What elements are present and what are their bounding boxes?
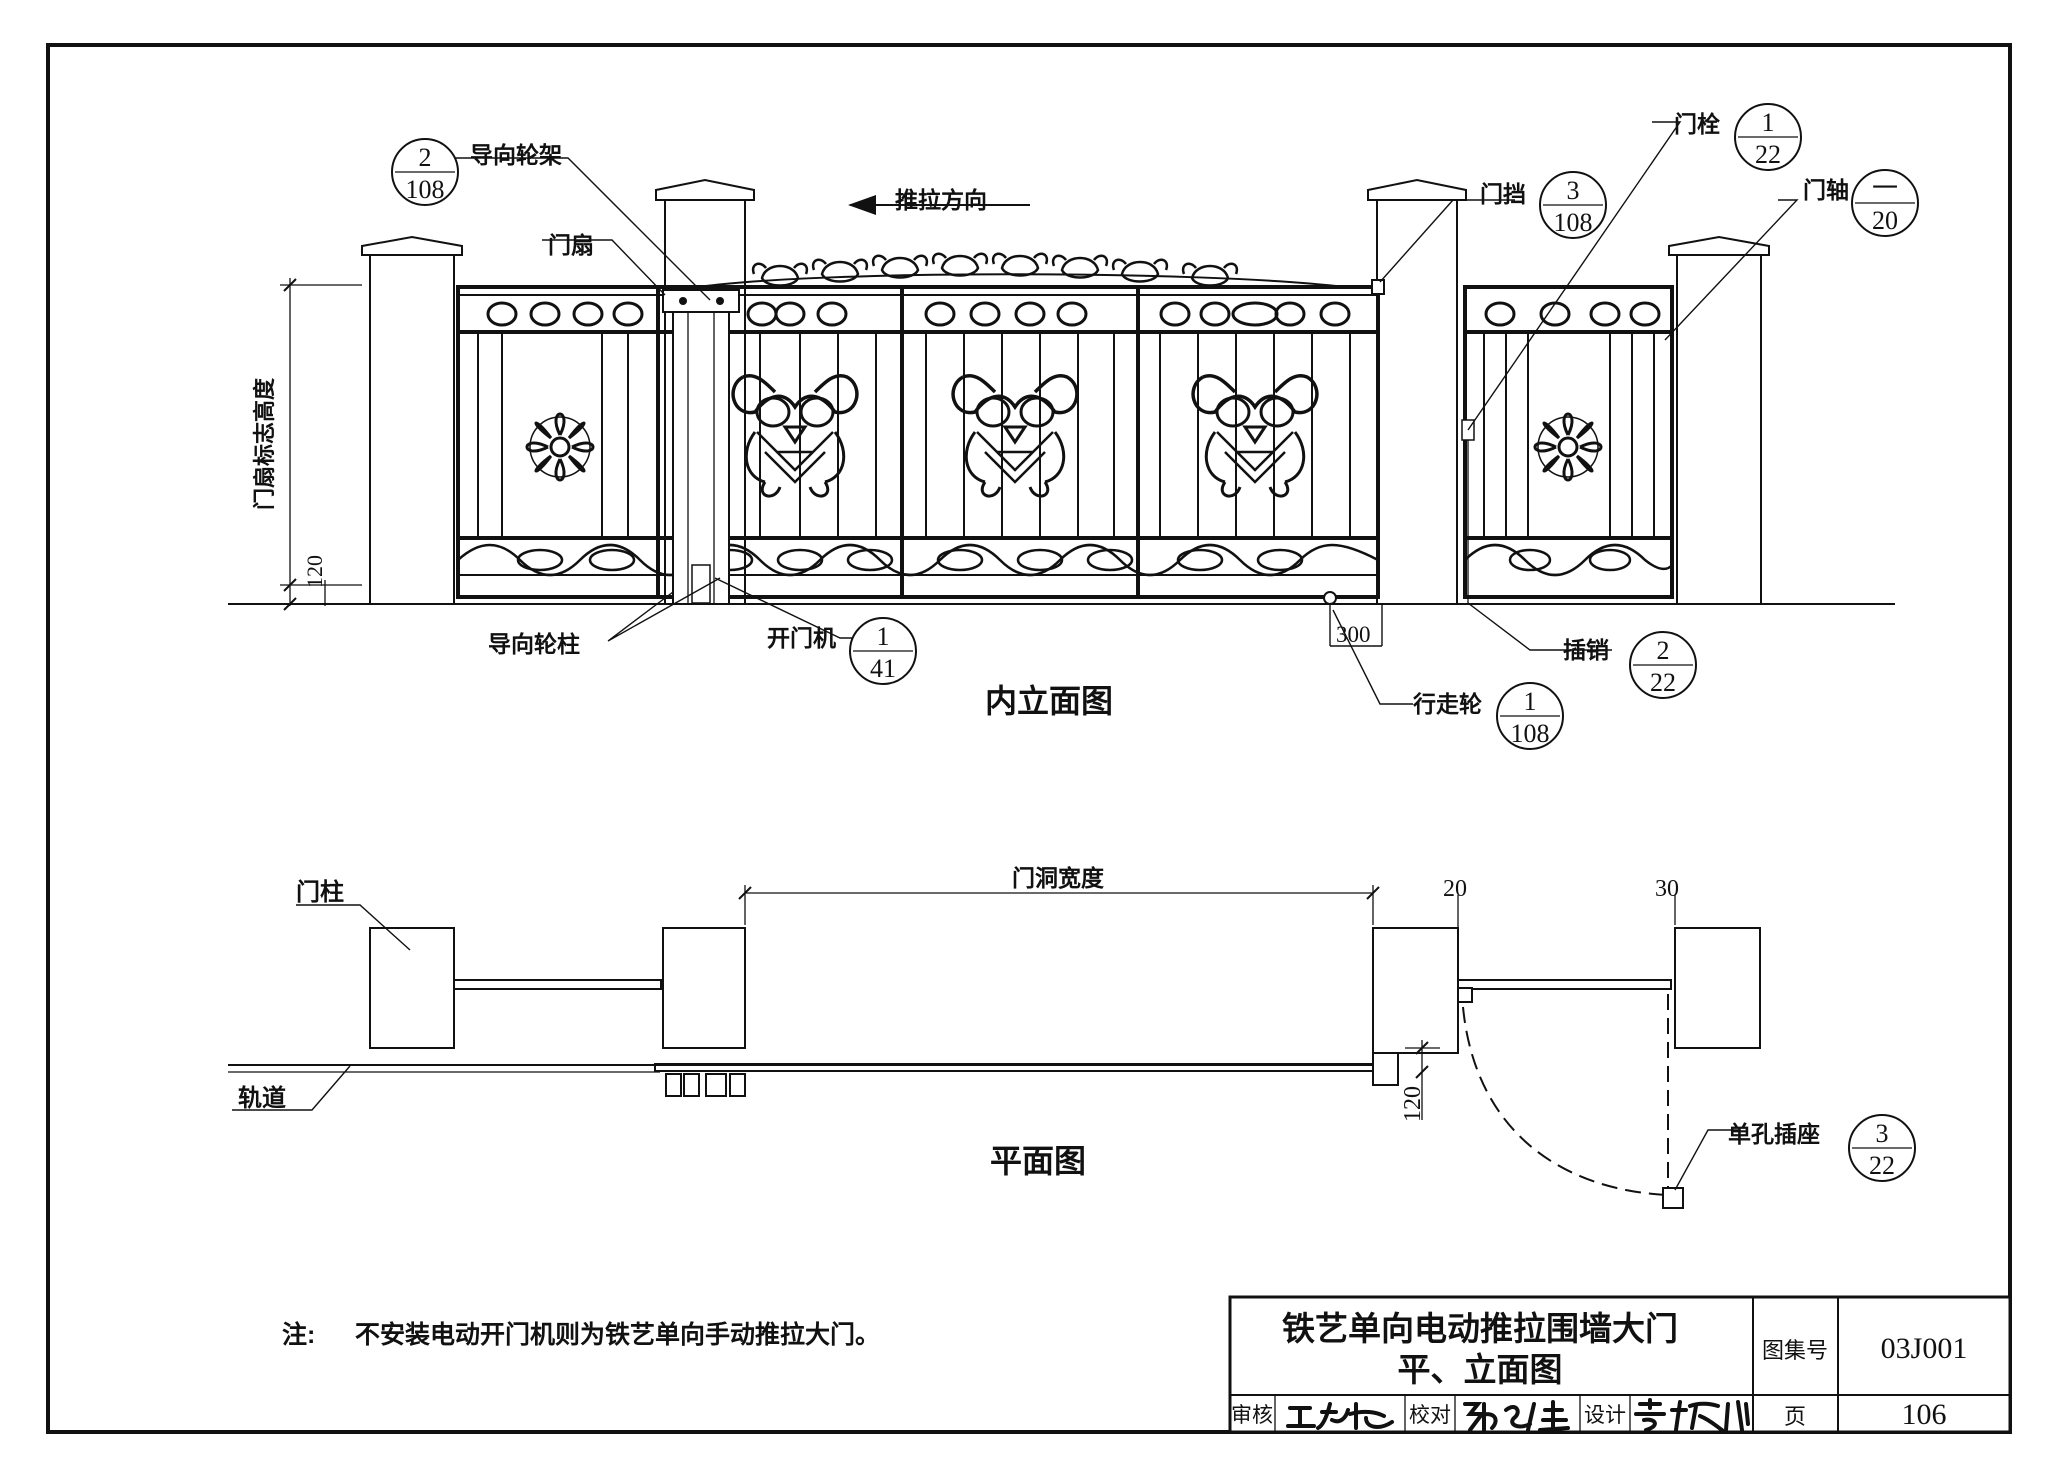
atlas-label: 图集号 [1762, 1338, 1828, 1363]
page-number: 106 [1902, 1398, 1947, 1431]
svg-text:一: 一 [1872, 174, 1898, 203]
elevation-view: 门扇标志高度 120 推拉方向 导向轮架 门扇 门挡 门栓 门轴 导向轮柱 开门… [228, 103, 1919, 750]
svg-text:108: 108 [1554, 208, 1593, 237]
svg-text:20: 20 [1872, 206, 1898, 235]
gate-medallion-4 [1191, 373, 1319, 498]
svg-text:108: 108 [1511, 719, 1550, 748]
socket-label: 单孔插座 [1728, 1121, 1820, 1147]
ref-latch: 1 22 [1734, 103, 1802, 171]
dim-120-plan-label: 120 [1400, 1086, 1426, 1122]
check-label: 校对 [1409, 1404, 1451, 1427]
wheel-label: 行走轮 [1412, 691, 1482, 717]
latch-label: 门栓 [1674, 111, 1720, 137]
atlas-number: 03J001 [1881, 1332, 1968, 1365]
stopper-label: 门挡 [1480, 181, 1526, 207]
guide-wheel-post [662, 289, 740, 605]
height-120-label: 120 [302, 555, 327, 588]
note-prefix: 注: [282, 1320, 315, 1349]
leaf-label: 门扇 [548, 232, 594, 258]
plan-post-2 [662, 927, 746, 1049]
ref-stopper: 3 108 [1539, 171, 1607, 239]
drawing-title-line2: 平、立面图 [1398, 1351, 1563, 1388]
design-label: 设计 [1584, 1404, 1626, 1427]
drawing-title-line1: 铁艺单向电动推拉围墙大门 [1282, 1310, 1678, 1347]
reviewer-signature [1286, 1402, 1394, 1430]
plan-swing-leaf [1457, 979, 1672, 990]
plan-sliding-leaf-stored [453, 979, 662, 990]
svg-text:22: 22 [1755, 140, 1781, 169]
ref-opener: 1 41 [849, 617, 917, 685]
walking-wheel [1323, 591, 1337, 605]
svg-text:3: 3 [1876, 1119, 1889, 1148]
swing-gate-leaf [1461, 285, 1674, 604]
track-label: 轨道 [238, 1084, 286, 1112]
plan-opening-dimension [738, 885, 1380, 925]
plan-post-3 [1372, 927, 1459, 1054]
plan-post-4 [1674, 927, 1761, 1049]
opener-label: 开门机 [767, 625, 836, 651]
post-left [361, 235, 463, 605]
ref-wheel: 1 108 [1496, 682, 1564, 750]
svg-text:22: 22 [1869, 1151, 1895, 1180]
height-dimension-label: 门扇标志高度 [252, 377, 277, 510]
sliding-gate-leaf [456, 252, 1380, 599]
gate-medallion-3 [951, 373, 1079, 498]
svg-text:3: 3 [1567, 176, 1580, 205]
gate-stop [1371, 279, 1385, 295]
gate-top-ornament-row [486, 301, 1351, 327]
svg-text:1: 1 [1524, 687, 1537, 716]
ref-socket: 3 22 [1848, 1114, 1916, 1182]
plan-view: 门洞宽度 20 30 120 门柱 轨道 单孔插座 3 22 平面图 [228, 865, 1916, 1209]
opening-width-label: 门洞宽度 [1012, 865, 1105, 891]
height-dimension [280, 278, 362, 611]
ref-hinge: 一 20 [1851, 169, 1919, 237]
ref-guide-frame: 2 108 [391, 138, 459, 206]
guide-frame-label: 导向轮架 [470, 142, 562, 168]
page-label: 页 [1784, 1404, 1806, 1429]
svg-text:1: 1 [1762, 108, 1775, 137]
plan-title: 平面图 [990, 1143, 1086, 1179]
title-block: 铁艺单向电动推拉围墙大门 平、立面图 图集号 03J001 页 106 审核 校… [1228, 1295, 2012, 1434]
ref-bolt: 2 22 [1629, 631, 1697, 699]
post-right [1668, 235, 1770, 605]
review-label: 审核 [1231, 1404, 1273, 1427]
svg-text:41: 41 [870, 654, 896, 683]
svg-text:1: 1 [877, 622, 890, 651]
post-mid-right [1367, 178, 1467, 605]
plan-swing-arc [1462, 1006, 1669, 1196]
svg-text:22: 22 [1650, 668, 1676, 697]
plan-post-1 [369, 927, 455, 1049]
elevation-leaders [440, 121, 1799, 705]
guide-post-label: 导向轮柱 [488, 631, 580, 657]
svg-text:108: 108 [406, 175, 445, 204]
elevation-title: 内立面图 [985, 683, 1113, 719]
designer-signature [1634, 1398, 1750, 1432]
dim-30-label: 30 [1655, 876, 1679, 902]
push-direction-label: 推拉方向 [895, 187, 987, 213]
post-label: 门柱 [296, 878, 344, 906]
note-text: 不安装电动开门机则为铁艺单向手动推拉大门。 [355, 1320, 880, 1349]
svg-text:2: 2 [419, 143, 432, 172]
dim-300-label: 300 [1336, 622, 1371, 647]
checker-signature [1463, 1400, 1570, 1432]
plan-opener [665, 1073, 746, 1097]
gate-medallion-1 [525, 412, 595, 482]
dim-20-label: 20 [1443, 876, 1467, 902]
hinge-label: 门轴 [1803, 177, 1849, 203]
bolt-label: 插销 [1563, 637, 1609, 663]
gate-bottom-ornament-row [457, 543, 1379, 577]
sheet-border [46, 43, 2012, 1434]
svg-text:2: 2 [1657, 636, 1670, 665]
